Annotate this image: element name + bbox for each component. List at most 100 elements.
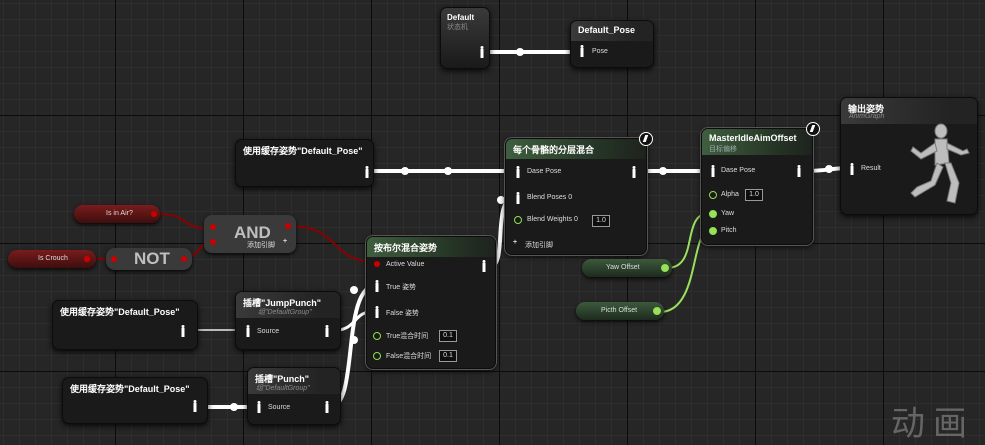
cached-pose-top-node[interactable]: 使用缓存姿势"Default_Pose" [235, 139, 374, 187]
alpha-input[interactable]: 1.0 [745, 189, 763, 201]
slot-punch-node[interactable]: 插槽"Punch" 组"DefaultGroup" Source [247, 367, 341, 425]
pose-output-pin-icon[interactable] [324, 401, 330, 413]
cached-pose-bottom-title: 使用缓存姿势"Default_Pose" [70, 384, 190, 394]
active-value-pin-label: Active Value [386, 261, 425, 268]
pitch-offset-variable[interactable]: Picth Offset [576, 302, 664, 320]
blend-weights-pin-label: Blend Weights 0 [527, 216, 578, 223]
slot-jumppunch-node[interactable]: 插槽"JumpPunch" 组"DefaultGroup" Source [235, 291, 341, 350]
pose-pin-icon[interactable] [374, 280, 380, 292]
is-in-air-label: Is in Air? [106, 210, 133, 217]
and-node[interactable]: AND 添加引脚 + [204, 215, 296, 253]
false-pose-pin-label: False 姿势 [386, 310, 420, 317]
default-pose-title: Default_Pose [571, 21, 653, 41]
and-label: AND [234, 223, 271, 242]
cached-pose-mid-title: 使用缓存姿势"Default_Pose" [60, 307, 180, 317]
true-time-pin-label: True混合时间 [386, 333, 429, 340]
pose-pin-icon[interactable] [180, 325, 186, 337]
pose-pin-icon[interactable] [245, 325, 251, 337]
float-pin-icon[interactable] [661, 264, 669, 272]
bool-pin-icon[interactable] [374, 261, 380, 267]
pose-pin-icon[interactable] [710, 165, 716, 177]
bool-pin-icon[interactable] [181, 256, 187, 262]
float-pin-icon[interactable] [653, 307, 661, 315]
bool-pin-icon[interactable] [285, 223, 291, 229]
pitch-offset-label: Picth Offset [601, 307, 638, 314]
pose-pin-icon[interactable] [515, 166, 521, 178]
pose-pin-icon[interactable] [256, 401, 262, 413]
base-pose-pin-label: Dase Pose [721, 167, 756, 174]
float-pin-icon[interactable] [709, 227, 717, 235]
cached-pose-bottom-node[interactable]: 使用缓存姿势"Default_Pose" [62, 377, 208, 424]
yaw-pin-label: Yaw [721, 210, 735, 217]
blend-weight-input[interactable]: 1.0 [592, 215, 610, 227]
state-machine-subtitle: 状态机 [447, 24, 468, 31]
pose-pin-icon[interactable] [849, 163, 855, 175]
output-pose-title: 输出姿势 [841, 98, 977, 124]
pose-output-pin-icon[interactable] [796, 165, 802, 177]
slot-jumppunch-title: 插槽"JumpPunch" [236, 292, 340, 318]
slot-jumppunch-subtitle: 组"DefaultGroup" [258, 309, 312, 316]
plus-icon[interactable]: + [513, 239, 518, 246]
plus-icon[interactable]: + [283, 238, 288, 245]
default-pose-output-node[interactable]: Default_Pose Pose [570, 20, 654, 68]
blend-by-bool-node[interactable]: 按布尔混合姿势 Active Value True 姿势 False 姿势 Tr… [366, 236, 496, 369]
aim-offset-title: MasterIdleAimOffset [702, 129, 812, 155]
slot-punch-title: 插槽"Punch" [248, 368, 340, 394]
bool-pin-icon[interactable] [84, 256, 90, 262]
float-pin-icon[interactable] [373, 332, 381, 340]
is-crouch-label: Is Crouch [38, 255, 68, 262]
bool-pin-icon[interactable] [210, 224, 216, 230]
pose-pin-icon[interactable] [192, 400, 198, 412]
state-machine-title: Default [447, 13, 475, 22]
blend-poses-pin-label: Blend Poses 0 [527, 194, 573, 201]
yaw-offset-variable[interactable]: Yaw Offset [582, 259, 672, 277]
fast-path-icon [639, 132, 653, 146]
state-machine-node[interactable]: Default 状态机 [440, 7, 490, 69]
source-pin-label: Source [257, 328, 280, 335]
aim-offset-subtitle: 目标偏移 [709, 146, 737, 153]
bool-pin-icon[interactable] [111, 256, 117, 262]
true-time-input[interactable]: 0.1 [439, 330, 457, 342]
false-time-pin-label: False混合时间 [386, 353, 432, 360]
fast-path-icon [806, 122, 820, 136]
pose-pin-icon[interactable] [479, 46, 485, 58]
result-pin-label: Result [861, 165, 881, 172]
float-pin-icon[interactable] [373, 352, 381, 360]
wire-and-to-active [289, 225, 377, 263]
yaw-offset-label: Yaw Offset [606, 264, 640, 271]
base-pose-pin-label: Dase Pose [527, 168, 562, 175]
aim-offset-node[interactable]: MasterIdleAimOffset 目标偏移 Dase Pose Alpha… [701, 122, 820, 245]
pose-output-pin-icon[interactable] [631, 166, 637, 178]
graph-watermark: 动画 [891, 404, 975, 444]
and-add-pin-button[interactable]: 添加引脚 [247, 242, 275, 249]
blend-by-bool-title: 按布尔混合姿势 [367, 237, 495, 257]
alpha-pin-label: Alpha [721, 191, 739, 198]
bool-pin-icon[interactable] [151, 211, 157, 217]
false-time-input[interactable]: 0.1 [439, 350, 457, 362]
not-label: NOT [134, 249, 170, 268]
slot-punch-subtitle: 组"DefaultGroup" [256, 385, 310, 392]
running-mannequin-icon [910, 123, 970, 204]
pose-pin-icon[interactable] [374, 306, 380, 318]
wire-inair-to-and [157, 213, 213, 230]
bool-pin-icon[interactable] [210, 239, 216, 245]
float-pin-icon[interactable] [709, 210, 717, 218]
source-pin-label: Source [268, 404, 291, 411]
not-node[interactable]: NOT [106, 248, 192, 270]
pitch-pin-label: Pitch [721, 227, 737, 234]
pose-output-pin-icon[interactable] [324, 325, 330, 337]
pose-pin-icon[interactable] [579, 45, 585, 57]
true-pose-pin-label: True 姿势 [386, 284, 417, 291]
layered-blend-node[interactable]: 每个骨骼的分层混合 Dase Pose Blend Poses 0 Blend … [505, 132, 653, 255]
pose-output-pin-icon[interactable] [481, 260, 487, 272]
float-pin-icon[interactable] [514, 216, 522, 224]
pose-pin-icon[interactable] [515, 192, 521, 204]
add-pin-button[interactable]: 添加引脚 [525, 242, 553, 249]
float-pin-icon[interactable] [709, 191, 717, 199]
output-pose-node[interactable]: 输出姿势 AnimGraph Result [840, 97, 978, 215]
cached-pose-mid-node[interactable]: 使用缓存姿势"Default_Pose" [52, 300, 198, 350]
is-crouch-variable[interactable]: Is Crouch [8, 250, 96, 268]
is-in-air-variable[interactable]: Is in Air? [74, 205, 160, 223]
layered-blend-title: 每个骨骼的分层混合 [506, 139, 646, 159]
pose-pin-icon[interactable] [364, 166, 370, 178]
